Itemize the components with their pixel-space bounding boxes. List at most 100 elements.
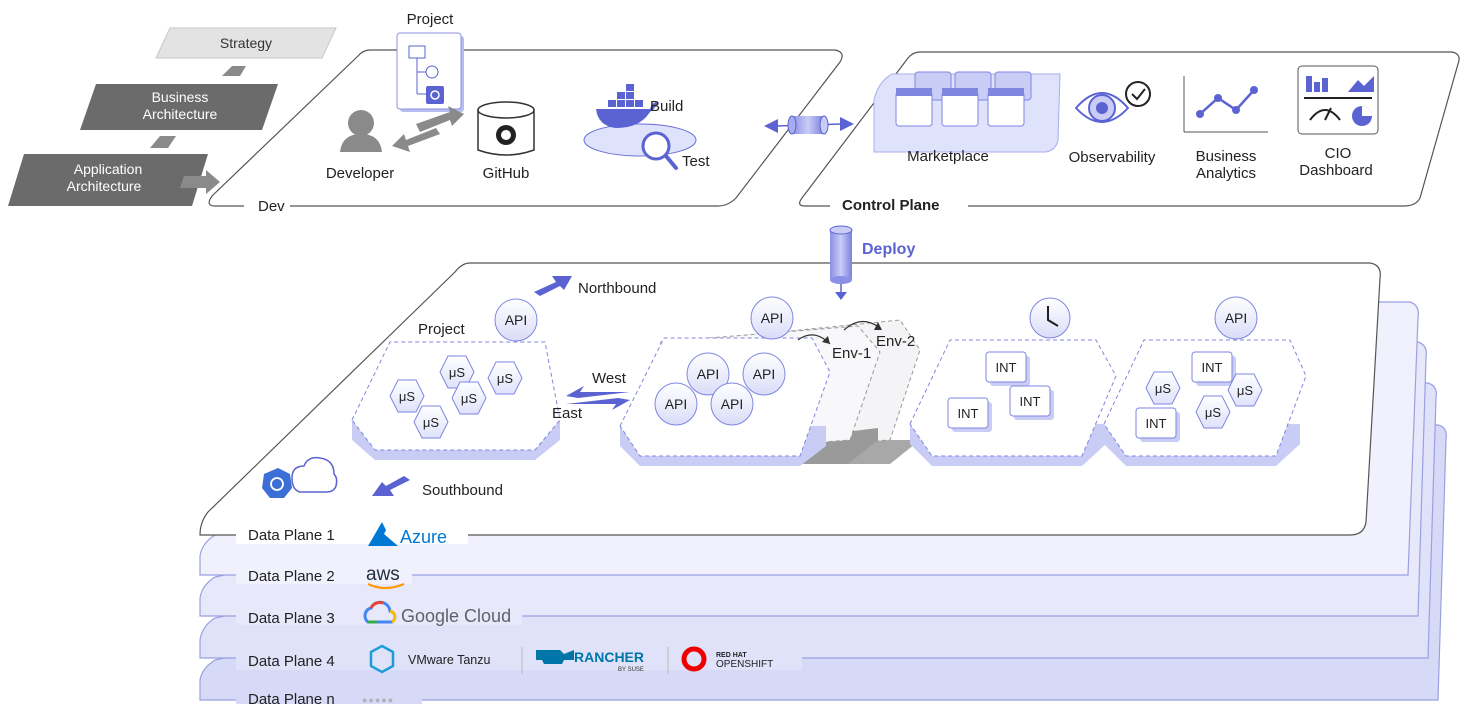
github-repository-icon xyxy=(477,101,535,156)
northbound-label: Northbound xyxy=(578,280,656,297)
google-cloud-logo-icon xyxy=(363,600,397,624)
vmware-tanzu-logo-icon xyxy=(369,644,395,674)
microservice-node: μS xyxy=(413,405,449,439)
business-analytics-line1: Business xyxy=(1196,148,1257,165)
application-architecture-line1: Application xyxy=(74,161,143,177)
business-architecture-line2: Architecture xyxy=(143,106,218,122)
api-node: API xyxy=(750,296,794,340)
developer-label: Developer xyxy=(326,165,394,182)
application-architecture-line2: Architecture xyxy=(67,178,142,194)
data-plane-3-label: Data Plane 3 xyxy=(248,610,335,627)
api-node: API xyxy=(742,352,786,396)
build-label: Build xyxy=(650,98,683,115)
dev-plane-title: Dev xyxy=(258,198,285,215)
integration-node: INT xyxy=(1191,351,1236,386)
api-node: API xyxy=(686,352,730,396)
svg-text:INT: INT xyxy=(958,406,979,421)
dev-plane: Dev Project Developer xyxy=(208,11,843,215)
observability-eye-icon xyxy=(1074,81,1151,123)
svg-text:μS: μS xyxy=(1205,405,1221,420)
strategy-label: Strategy xyxy=(220,35,272,51)
build-test-platform xyxy=(583,123,697,157)
southbound-arrow-icon xyxy=(372,476,410,496)
data-plane-2-provider: aws xyxy=(366,564,400,585)
data-plane-2-label: Data Plane 2 xyxy=(248,568,335,585)
svg-text:API: API xyxy=(665,396,688,412)
microservice-node: μS xyxy=(1227,373,1263,407)
cio-dashboard-line2: Dashboard xyxy=(1299,162,1372,179)
arrow-down-icon xyxy=(222,66,246,76)
microservice-node: μS xyxy=(1195,395,1231,429)
west-east-arrows-icon xyxy=(566,386,630,410)
integration-cluster: INT INT INT xyxy=(909,297,1117,466)
arrow-right-icon xyxy=(180,170,220,194)
data-plane-4-provider2-sub: BY SUSE xyxy=(618,667,644,673)
east-label: East xyxy=(552,405,583,422)
api-node: API xyxy=(494,298,538,342)
integration-node: INT xyxy=(985,351,1030,386)
svg-text:μS: μS xyxy=(449,365,465,380)
project-cluster-label: Project xyxy=(418,321,466,338)
push-arrow-icon xyxy=(416,106,464,132)
northbound-arrow-icon xyxy=(534,276,572,296)
data-plane-labels: Data Plane 1 Azure Data Plane 2 aws Data… xyxy=(236,522,802,704)
strategy-plate xyxy=(155,27,337,59)
arrow-down-icon xyxy=(150,136,176,148)
microservice-node: μS xyxy=(439,355,475,389)
data-plane-4-provider2: RANCHER xyxy=(574,649,644,665)
svg-text:INT: INT xyxy=(996,360,1017,375)
env-2-label: Env-2 xyxy=(876,333,915,350)
project-cluster: Project API μS μS μS μS μS xyxy=(351,298,561,460)
data-plane-1-label: Data Plane 1 xyxy=(248,527,335,544)
data-plane-1-provider: Azure xyxy=(400,527,447,547)
business-architecture-plate xyxy=(80,84,278,130)
integration-node: INT xyxy=(1135,407,1180,442)
svg-text:API: API xyxy=(761,310,784,326)
control-plane-title: Control Plane xyxy=(842,197,940,214)
project-document-icon xyxy=(396,32,464,112)
deploy-label: Deploy xyxy=(862,241,915,258)
marketplace-label: Marketplace xyxy=(907,148,989,165)
api-node: API xyxy=(710,382,754,426)
rancher-logo-icon xyxy=(536,650,574,664)
api-node: API xyxy=(1214,296,1258,340)
svg-text:μS: μS xyxy=(423,415,439,430)
integration-node: INT xyxy=(1009,385,1054,420)
svg-text:μS: μS xyxy=(399,389,415,404)
dev-project-label: Project xyxy=(407,11,455,28)
svg-text:INT: INT xyxy=(1020,394,1041,409)
svg-text:API: API xyxy=(721,396,744,412)
application-architecture-plate xyxy=(8,154,208,206)
business-analytics-line2: Analytics xyxy=(1196,165,1256,182)
marketplace-icon xyxy=(873,71,1061,153)
pull-arrow-icon xyxy=(392,128,440,152)
api-node: API xyxy=(654,382,698,426)
strategy-stack: Strategy Business Architecture Applicati… xyxy=(8,27,337,206)
redhat-openshift-logo-icon xyxy=(681,646,707,672)
southbound-label: Southbound xyxy=(422,482,503,499)
environment-clusters: Env-2 Env-1 API API API API API xyxy=(619,296,921,466)
integration-node: INT xyxy=(947,397,992,432)
data-plane-n-label: Data Plane n xyxy=(248,691,335,704)
microservice-node: μS xyxy=(1145,371,1181,405)
dev-control-connector-icon xyxy=(764,115,854,135)
data-plane-4-provider3-line1: RED HAT xyxy=(716,652,747,659)
cio-dashboard-icon xyxy=(1297,65,1379,135)
cio-dashboard-line1: CIO xyxy=(1325,145,1352,162)
svg-text:μS: μS xyxy=(1155,381,1171,396)
microservice-node: μS xyxy=(451,381,487,415)
microservice-node: μS xyxy=(487,361,523,395)
data-plane-3-provider: Google Cloud xyxy=(401,606,511,626)
observability-label: Observability xyxy=(1069,149,1156,166)
data-plane-4-provider: VMware Tanzu xyxy=(408,653,490,667)
svg-text:μS: μS xyxy=(497,371,513,386)
microservice-node: μS xyxy=(389,379,425,413)
test-label: Test xyxy=(682,153,710,170)
svg-text:API: API xyxy=(505,312,528,328)
control-plane: Control Plane Marketplace Observability xyxy=(799,51,1460,214)
developer-avatar-icon xyxy=(340,110,382,152)
svg-text:API: API xyxy=(1225,310,1248,326)
svg-text:INT: INT xyxy=(1202,360,1223,375)
business-analytics-chart-icon xyxy=(1183,76,1268,133)
